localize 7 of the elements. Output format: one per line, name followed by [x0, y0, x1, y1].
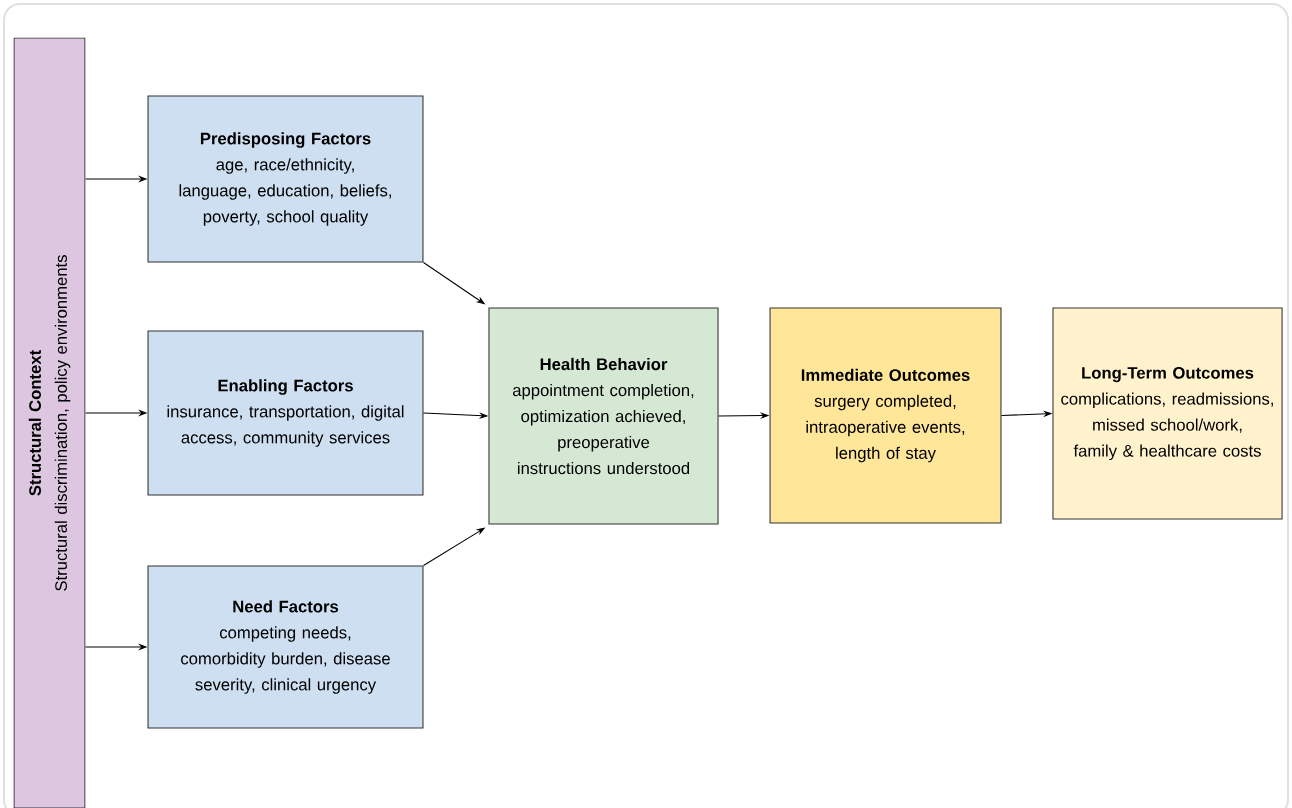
context-band: Structural Context Structural discrimination, policy environments [13, 37, 86, 808]
outcome-box: Long-Term Outcomes complications, readmissions, missed school/work, family & healthcare costs [1052, 307, 1283, 520]
factor-box: Enabling Factors insurance, transportation, digital access, community services [147, 330, 424, 496]
behavior-box: Health Behavior appointment completion, optimization achieved, preoperative instructions understood [488, 307, 719, 525]
factor-box: Predisposing Factors age, race/ethnicity, language, education, beliefs, poverty, school quality [147, 95, 424, 263]
outcome-box: Immediate Outcomes surgery completed, intraoperative events, length of stay [769, 307, 1002, 524]
factor-box: Need Factors competing needs, comorbidity burden, disease severity, clinical urgency [147, 565, 424, 729]
